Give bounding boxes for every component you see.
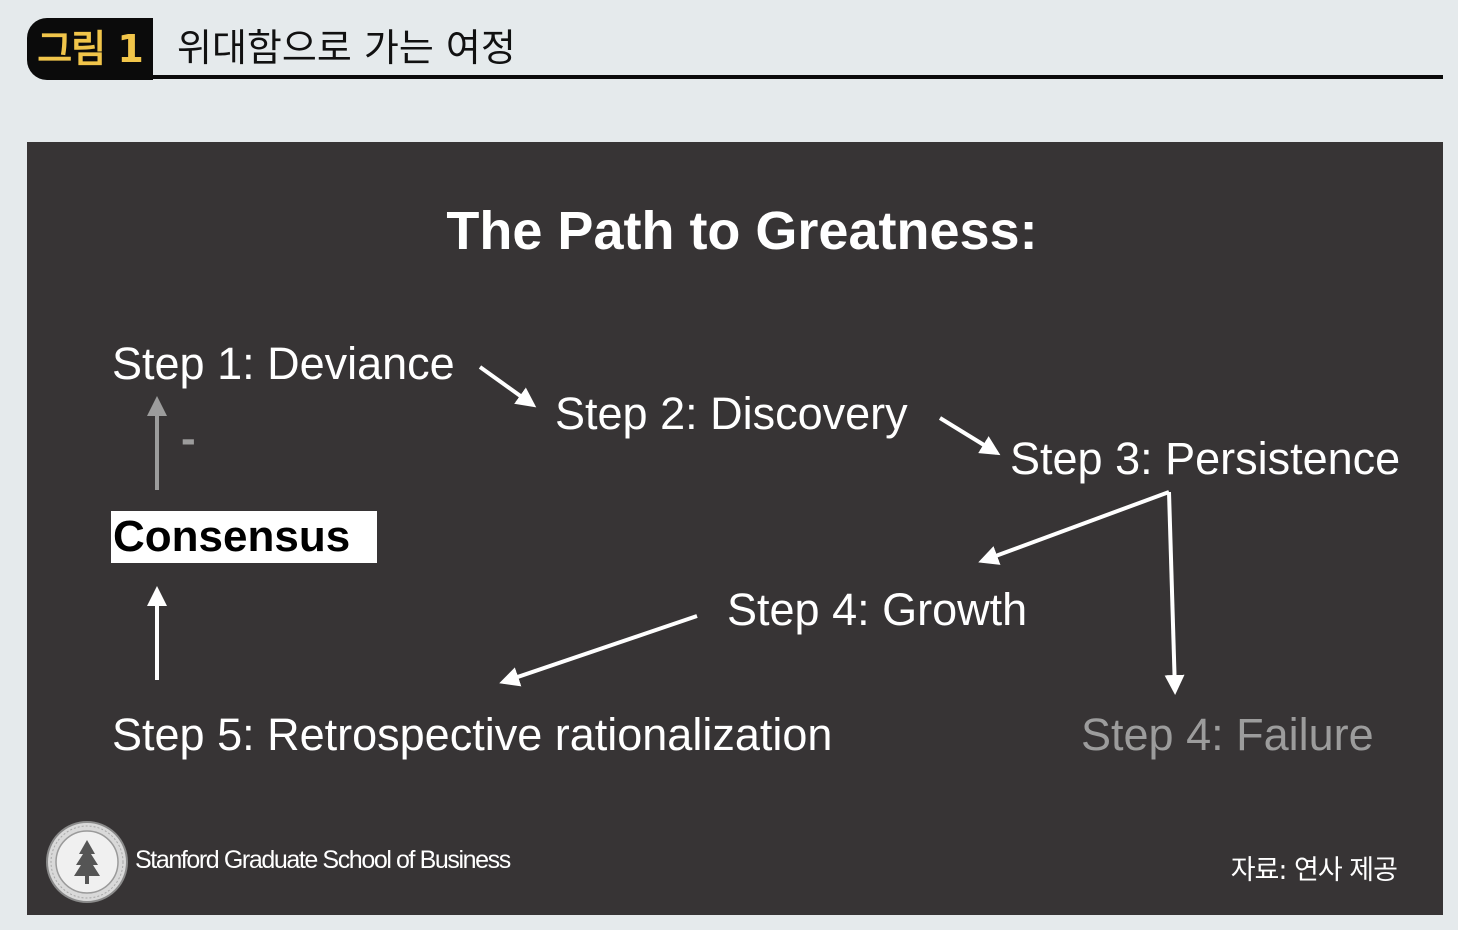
arrow-deviance-to-discovery [478, 365, 537, 408]
header-rule [153, 75, 1443, 79]
minus-sign: - [181, 414, 196, 463]
stanford-seal-icon [46, 821, 128, 903]
arrow-persistence-to-failure [1164, 491, 1185, 695]
step-1-deviance: Step 1: Deviance [112, 338, 455, 389]
step-4-failure: Step 4: Failure [1081, 709, 1374, 760]
step-3-persistence: Step 3: Persistence [1010, 433, 1401, 484]
step-5-rationalization: Step 5: Retrospective rationalization [112, 709, 833, 760]
figure-header: 그림 1 위대함으로 가는 여정 [27, 16, 1443, 80]
figure-badge: 그림 1 [27, 18, 153, 80]
consensus-box: Consensus [111, 511, 377, 563]
figure-title: 위대함으로 가는 여정 [177, 26, 516, 70]
flow-arrows [147, 365, 1185, 695]
arrow-discovery-to-persistence [938, 416, 1001, 456]
source-note: 자료: 연사 제공 [1230, 855, 1398, 886]
slide-title: The Path to Greatness: [446, 201, 1038, 261]
arrow-growth-to-rationalization [499, 614, 698, 687]
slide: The Path to Greatness: Step 1: Deviance … [27, 142, 1443, 915]
arrow-persistence-to-growth [978, 490, 1170, 565]
step-4-growth: Step 4: Growth [727, 584, 1028, 635]
organization-name: Stanford Graduate School of Business [135, 846, 511, 874]
step-2-discovery: Step 2: Discovery [555, 388, 908, 439]
